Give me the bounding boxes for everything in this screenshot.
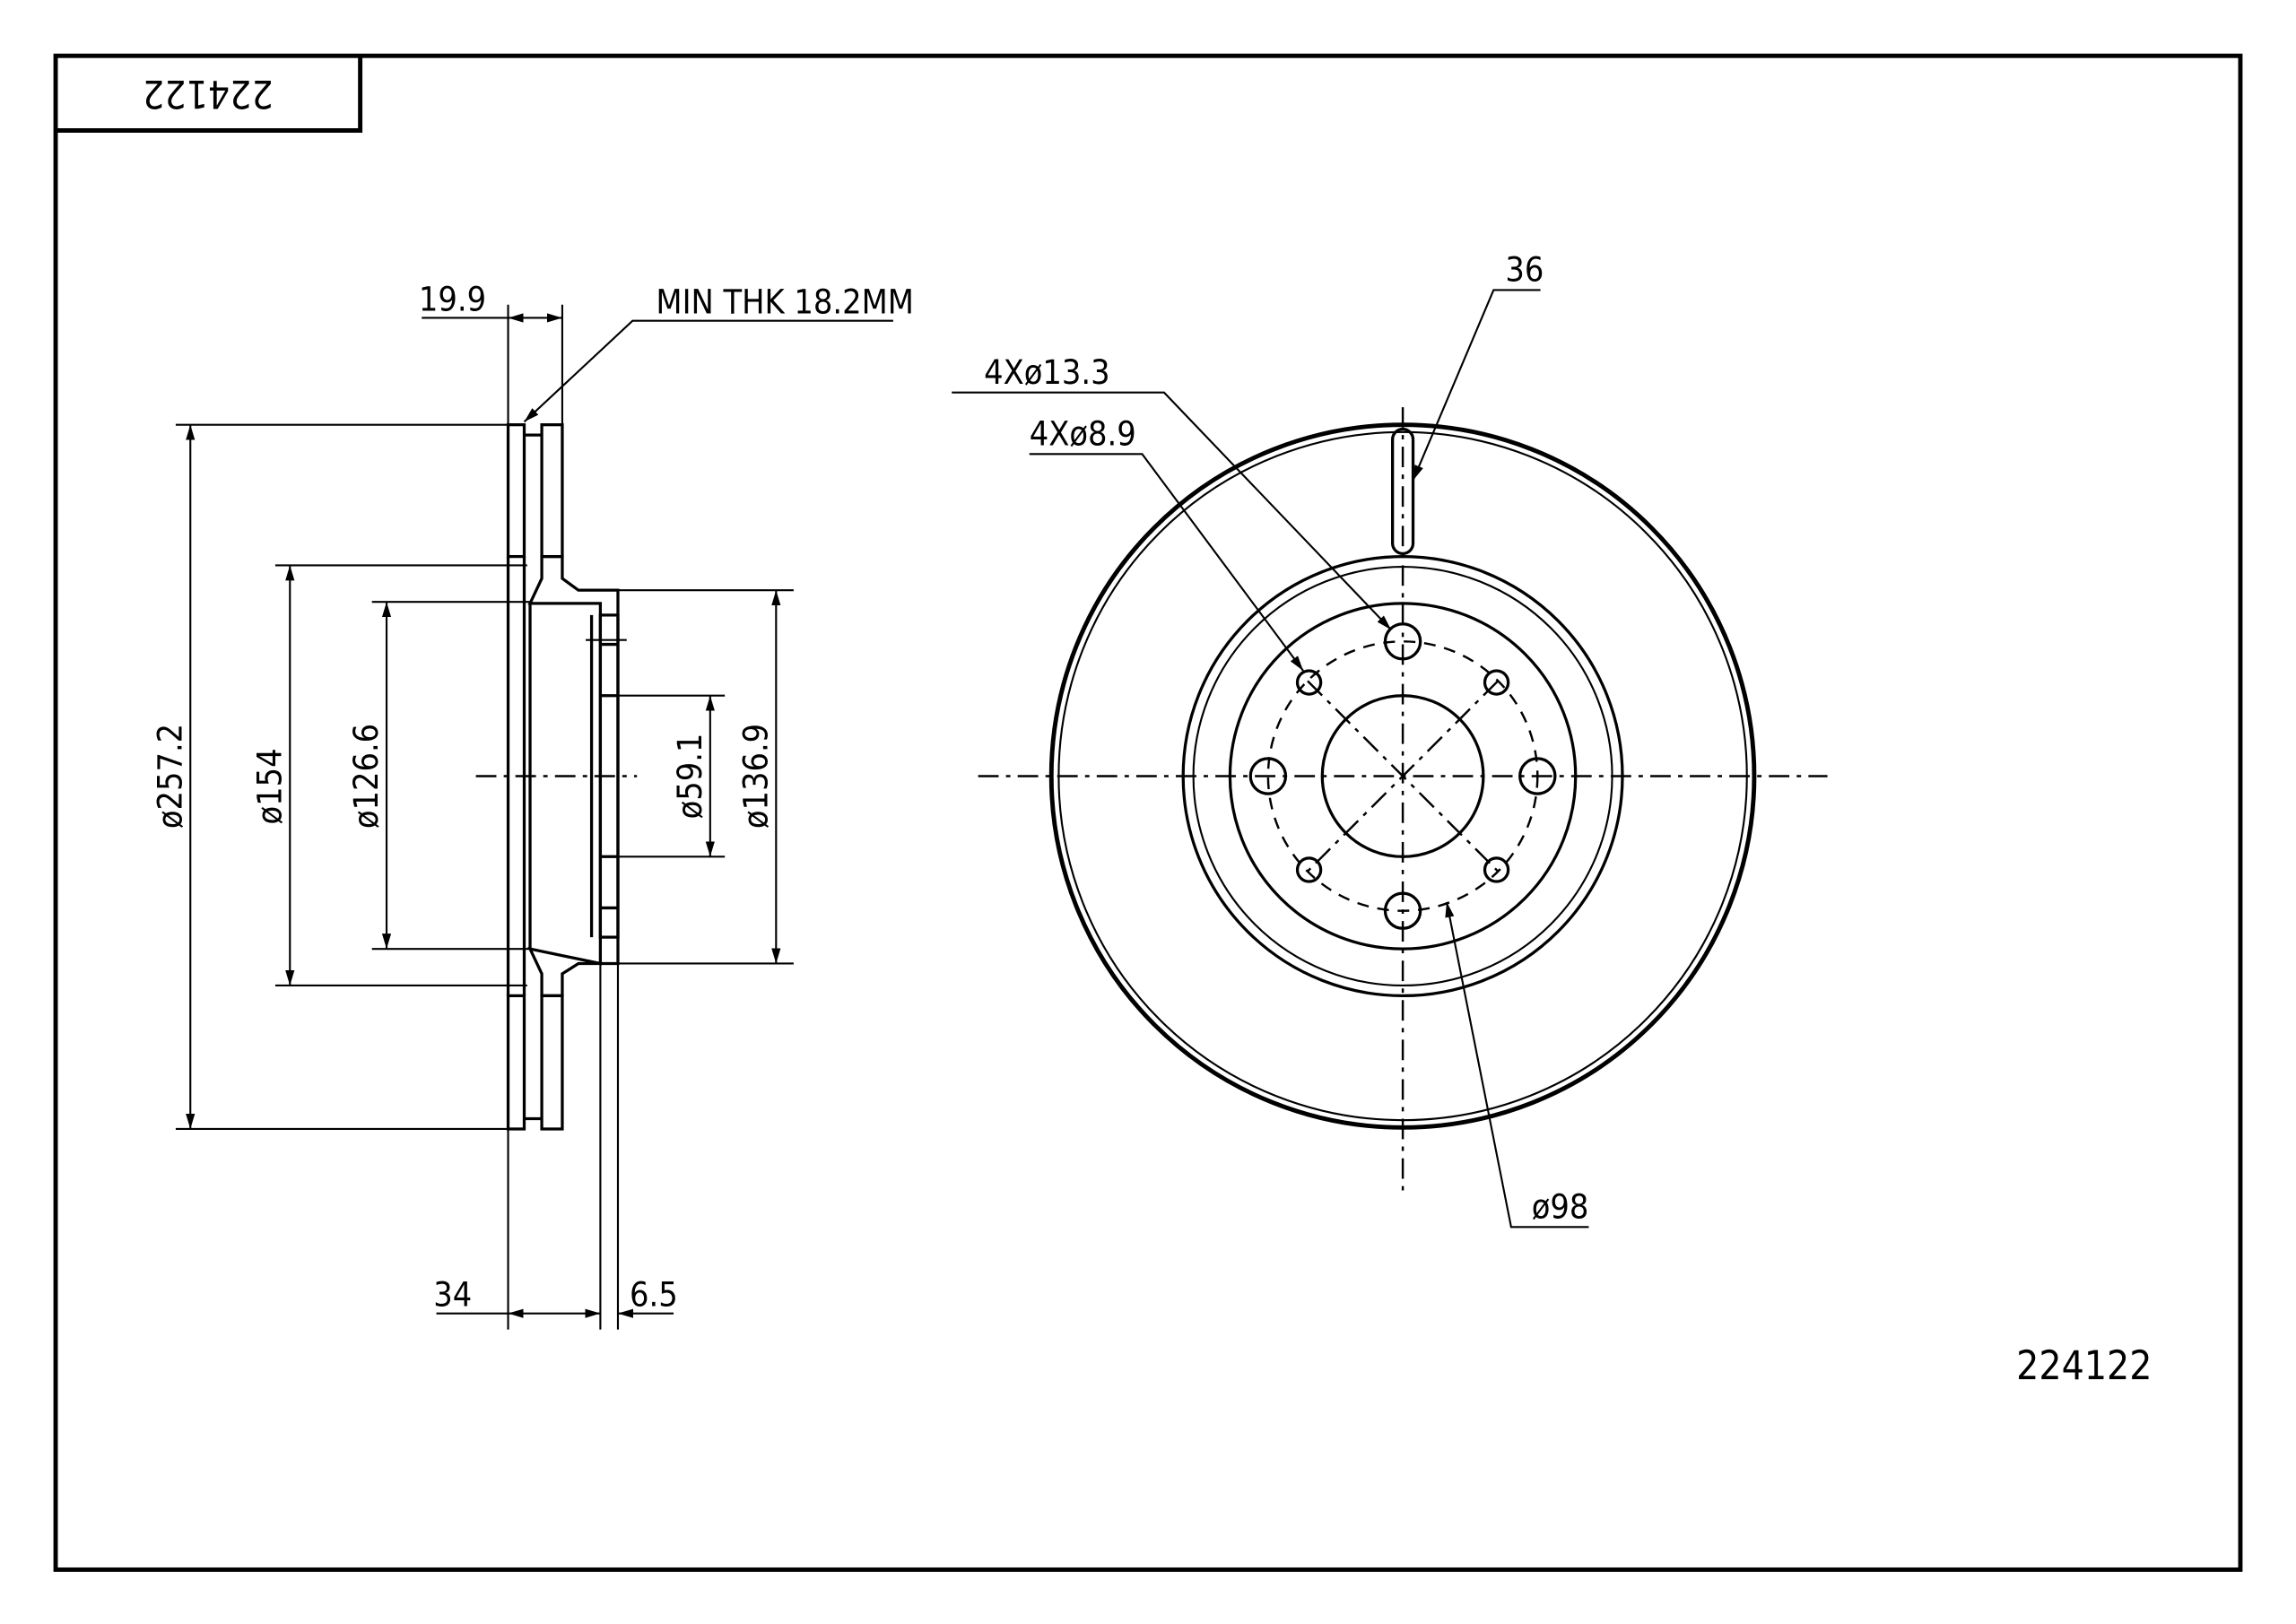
dim-d154: ø154: [249, 748, 289, 824]
dim-bolt-circle: ø98: [1532, 1187, 1589, 1227]
dim-hub-diameter: ø136.9: [736, 724, 776, 829]
dim-small-holes: 4Xø8.9: [1030, 414, 1136, 454]
dim-min-thickness: MIN THK 18.2MM: [656, 282, 913, 322]
title-part-number: 224122: [143, 71, 274, 115]
dim-height: 34: [433, 1275, 472, 1315]
section-view: 19.9 MIN THK 18.2MM ø257.2 ø154 ø126.6 ø…: [150, 279, 914, 1330]
dim-bolt-holes: 4Xø13.3: [984, 352, 1109, 392]
dim-slot: 36: [1505, 250, 1544, 290]
title-block: 224122: [56, 56, 363, 133]
small-holes: [1295, 669, 1510, 883]
front-view: 36 4Xø13.3 4Xø8.9 ø98: [952, 250, 1828, 1229]
bolt-holes: [1248, 622, 1557, 930]
dim-hub-thickness: 6.5: [630, 1275, 678, 1315]
dim-thickness: 19.9: [419, 279, 486, 318]
dim-outer-diameter: ø257.2: [150, 724, 189, 829]
part-number: 224122: [2016, 1343, 2152, 1389]
dim-d126: ø126.6: [346, 724, 386, 829]
drawing-frame: [53, 53, 2243, 1572]
dim-center-bore: ø59.1: [670, 734, 709, 820]
